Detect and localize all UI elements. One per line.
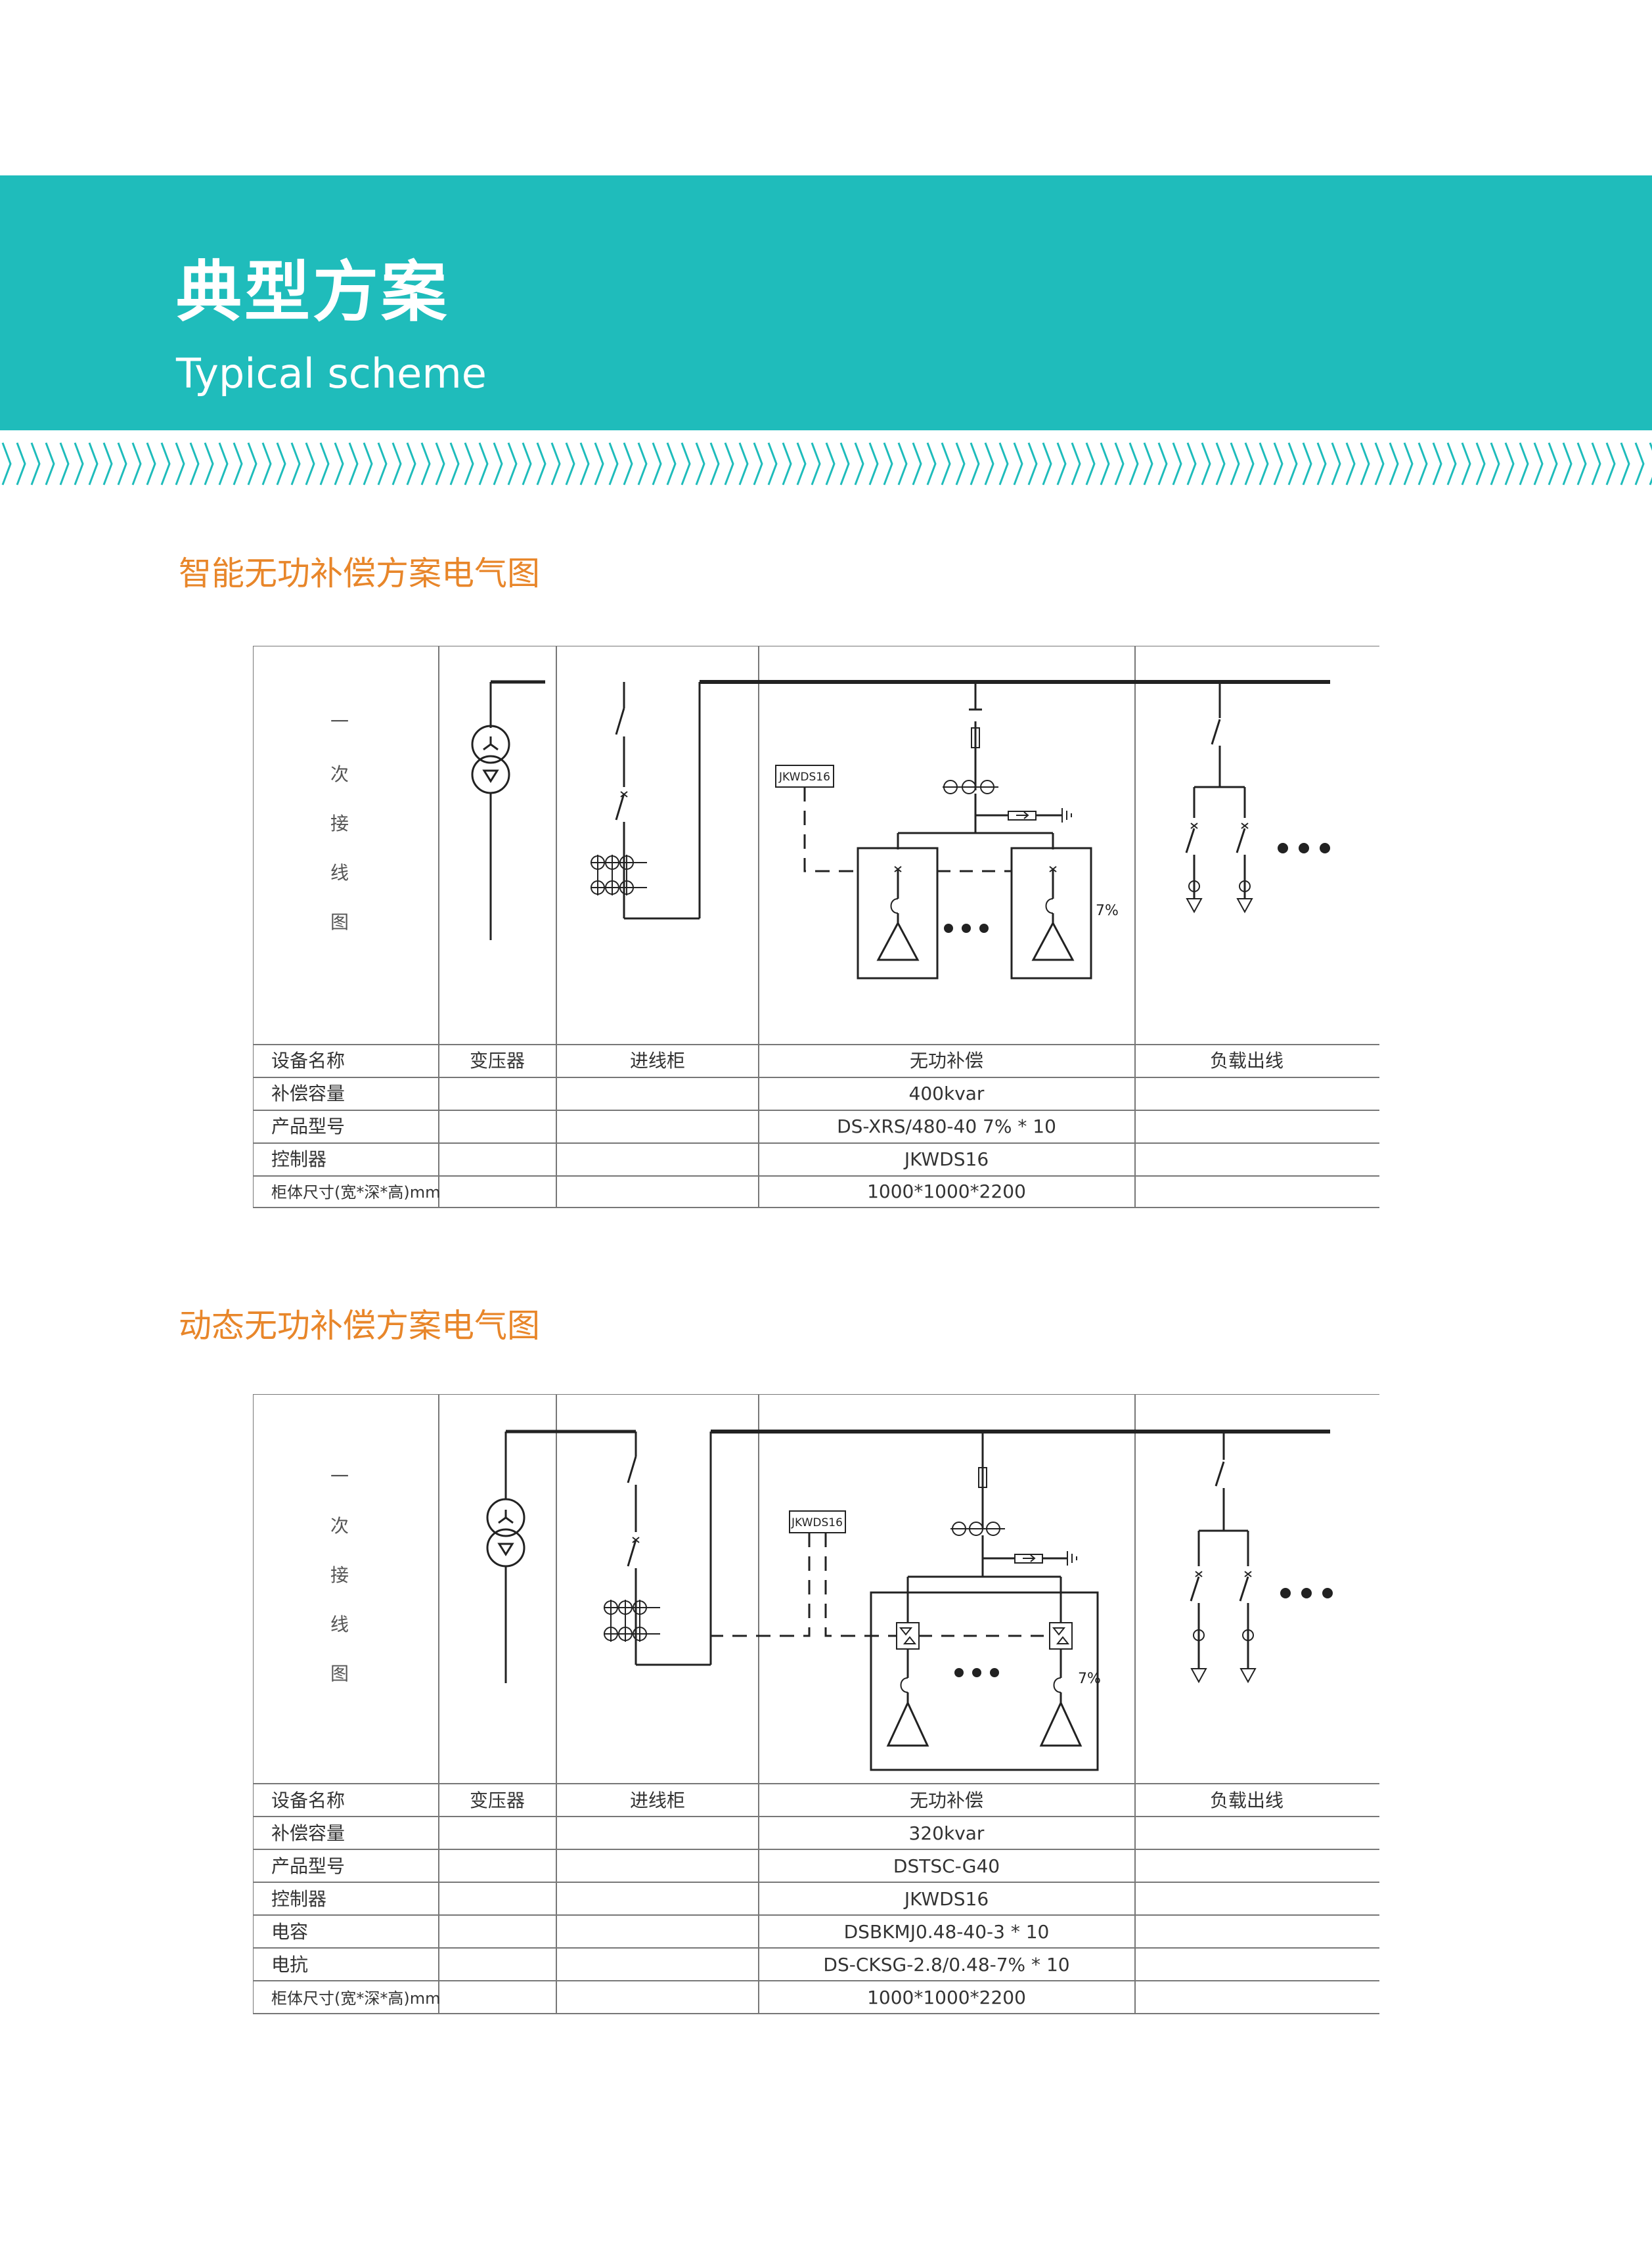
table-header: 负载出线 (1210, 1790, 1284, 1811)
row-label: 柜体尺寸(宽*深*高)mm (271, 1183, 440, 1202)
row-value: 320kvar (909, 1822, 985, 1844)
row-label: 产品型号 (271, 1116, 345, 1137)
table-header: 变压器 (470, 1790, 525, 1811)
percent-label: 7% (1096, 903, 1119, 919)
side-label-char: 图 (330, 1663, 349, 1684)
thyristor-switch-left (896, 1622, 920, 1650)
side-label-char: 接 (330, 1564, 349, 1586)
table-grid (253, 1394, 1379, 2014)
incoming-cabinet-symbol (604, 1432, 712, 1666)
ellipsis-dots (1280, 1588, 1333, 1598)
section2-title: 动态无功补偿方案电气图 (179, 1307, 540, 1345)
side-label-char: 一 (330, 711, 349, 733)
compensation-symbol: JKWDS16 7% (711, 1432, 1101, 1771)
row-label: 电抗 (271, 1954, 308, 1976)
ellipsis-dots (954, 1668, 999, 1677)
ellipsis-dots (944, 924, 989, 933)
side-label-char: 次 (330, 1515, 349, 1537)
table-header: 设备名称 (271, 1790, 345, 1811)
compensation-symbol: JKWDS16 7% (775, 682, 1119, 980)
incoming-cabinet-symbol (591, 682, 701, 920)
table-header: 负载出线 (1210, 1050, 1284, 1072)
row-label: 产品型号 (271, 1855, 345, 1877)
header-banner (0, 175, 1652, 430)
thyristor-switch-right (1049, 1622, 1073, 1650)
capacitor-branch-right (1039, 1649, 1083, 1747)
section1-title: 智能无功补偿方案电气图 (179, 554, 540, 593)
side-label-char: 线 (330, 1614, 349, 1635)
table-grid (253, 646, 1379, 1208)
table-header: 变压器 (470, 1050, 525, 1072)
controller-label: JKWDS16 (791, 1516, 843, 1529)
side-label-char: 一 (330, 1466, 349, 1487)
row-value: 1000*1000*2200 (867, 1181, 1026, 1202)
table-header: 无功补偿 (910, 1790, 983, 1811)
side-label-char: 图 (330, 911, 349, 933)
table-header: 无功补偿 (910, 1050, 983, 1072)
load-outgoing-symbol (1185, 682, 1330, 914)
ellipsis-dots (1278, 843, 1330, 853)
row-value: DS-XRS/480-40 7% * 10 (837, 1116, 1056, 1137)
row-label: 控制器 (271, 1148, 326, 1170)
page-title: 典型方案 (176, 254, 449, 330)
transformer-symbol (486, 1432, 525, 1683)
row-label: 柜体尺寸(宽*深*高)mm (271, 1989, 440, 2008)
side-label-char: 次 (330, 763, 349, 785)
percent-label: 7% (1078, 1671, 1101, 1687)
row-value: 400kvar (909, 1083, 985, 1104)
side-label-char: 线 (330, 862, 349, 884)
capacitor-branch-left (886, 1649, 929, 1747)
page-subtitle: Typical scheme (176, 350, 487, 397)
row-label: 补偿容量 (271, 1822, 345, 1844)
capacitor-branch-right (1031, 866, 1075, 961)
table-header: 进线柜 (630, 1050, 685, 1072)
row-label: 控制器 (271, 1888, 326, 1910)
row-label: 补偿容量 (271, 1083, 345, 1104)
controller-label: JKWDS16 (778, 771, 830, 784)
capacitor-branch-left (876, 866, 920, 961)
row-value: 1000*1000*2200 (867, 1987, 1026, 2008)
side-label-char: 接 (330, 813, 349, 834)
row-value: DSTSC-G40 (893, 1855, 1000, 1877)
section1-diagram: 一 次 接 线 图 (253, 646, 1379, 1208)
decorative-stripes (0, 440, 1652, 487)
section2-diagram: 一 次 接 线 图 (253, 1394, 1379, 2014)
load-outgoing-symbol (1190, 1432, 1333, 1684)
table-header: 设备名称 (271, 1050, 345, 1072)
row-label: 电容 (271, 1921, 308, 1943)
row-value: JKWDS16 (903, 1888, 989, 1910)
row-value: JKWDS16 (903, 1148, 989, 1170)
table-header: 进线柜 (630, 1790, 685, 1811)
row-value: DSBKMJ0.48-40-3 * 10 (844, 1921, 1050, 1943)
row-value: DS-CKSG-2.8/0.48-7% * 10 (823, 1954, 1069, 1976)
transformer-symbol (471, 682, 510, 940)
